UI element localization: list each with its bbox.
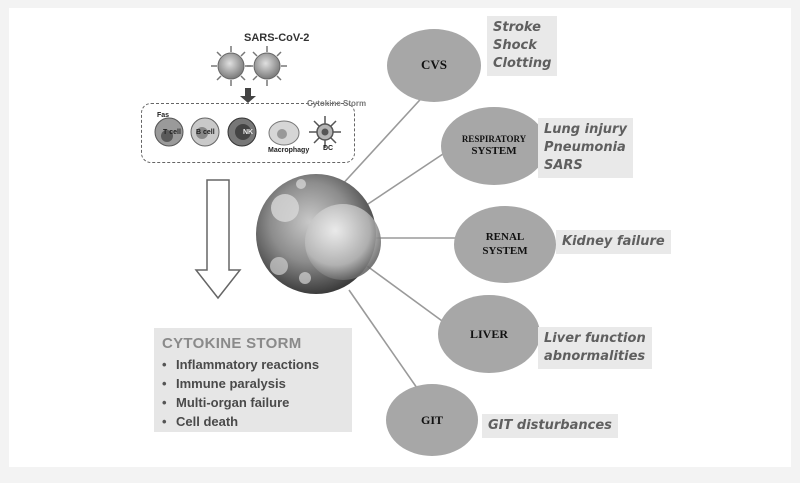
effect-text: GIT disturbances: [488, 418, 612, 433]
effect-box-git: GIT disturbances: [482, 414, 618, 438]
effect-text: Stroke: [493, 20, 541, 35]
list-item: Multi-organ failure: [162, 393, 344, 412]
organ-renal-label-line1: RENAL: [485, 230, 525, 243]
cytokine-storm-tag: Cytokine Storm: [307, 99, 367, 108]
organ-respiratory: RESPIRATORY SYSTEM: [441, 107, 547, 185]
effect-text: Lung injury: [544, 122, 627, 137]
organ-liver: LIVER: [438, 295, 540, 373]
organ-renal-label-line2: SYSTEM: [482, 244, 528, 257]
effect-text: abnormalities: [544, 349, 646, 364]
diagram-graphics: [154, 46, 456, 389]
list-item: Immune paralysis: [162, 374, 344, 393]
organ-cvs: CVS: [387, 29, 481, 102]
effect-text: Clotting: [493, 56, 552, 71]
organ-git: GIT: [386, 384, 478, 456]
list-item: Inflammatory reactions: [162, 355, 344, 374]
effect-box-respiratory: Lung injury Pneumonia SARS: [538, 118, 633, 178]
t-cell-label: T cell: [163, 129, 181, 136]
nk-cell-label: NK: [243, 129, 254, 136]
immune-cells: [154, 116, 341, 148]
macrophage-label: Macrophagy: [268, 147, 310, 154]
effect-box-liver: Liver function abnormalities: [538, 327, 652, 369]
connector-git: [348, 289, 418, 389]
connector-liver: [366, 265, 450, 327]
effect-box-cvs: Stroke Shock Clotting: [487, 16, 558, 76]
effect-text: Shock: [493, 38, 537, 53]
diagram-canvas: SARS-CoV-2 Cytokine Storm Fas T cell B c…: [9, 8, 791, 467]
cytokine-storm-list: Inflammatory reactions Immune paralysis …: [162, 355, 344, 431]
organ-liver-label: LIVER: [469, 326, 508, 341]
organ-respiratory-label-line2: SYSTEM: [471, 144, 517, 157]
connector-lines: [338, 89, 456, 389]
effect-box-renal: Kidney failure: [556, 230, 671, 254]
organ-renal: RENAL SYSTEM: [454, 206, 556, 283]
central-cell-image: [256, 174, 381, 294]
fas-label: Fas: [157, 112, 170, 119]
immune-cell-panel: [141, 103, 355, 163]
list-item: Cell death: [162, 412, 344, 431]
effect-text: Pneumonia: [544, 140, 626, 155]
virus-label: SARS-CoV-2: [244, 32, 310, 44]
organ-respiratory-label-line1: RESPIRATORY: [461, 133, 527, 144]
connector-cvs: [338, 89, 430, 189]
organ-git-label: GIT: [420, 412, 443, 427]
b-cell-label: B cell: [196, 129, 215, 136]
virus-down-arrow: [240, 88, 256, 103]
connector-respiratory: [364, 145, 456, 207]
cytokine-storm-box: CYTOKINE STORM Inflammatory reactions Im…: [154, 328, 352, 432]
cytokine-storm-title: CYTOKINE STORM: [162, 335, 302, 352]
big-down-arrow: [194, 179, 242, 300]
effect-text: Kidney failure: [562, 234, 665, 249]
virus-particles: [211, 46, 287, 86]
organ-cvs-label: CVS: [420, 57, 447, 73]
effect-text: Liver function: [544, 331, 646, 346]
dc-label: DC: [323, 145, 334, 152]
effect-text: SARS: [544, 158, 583, 173]
